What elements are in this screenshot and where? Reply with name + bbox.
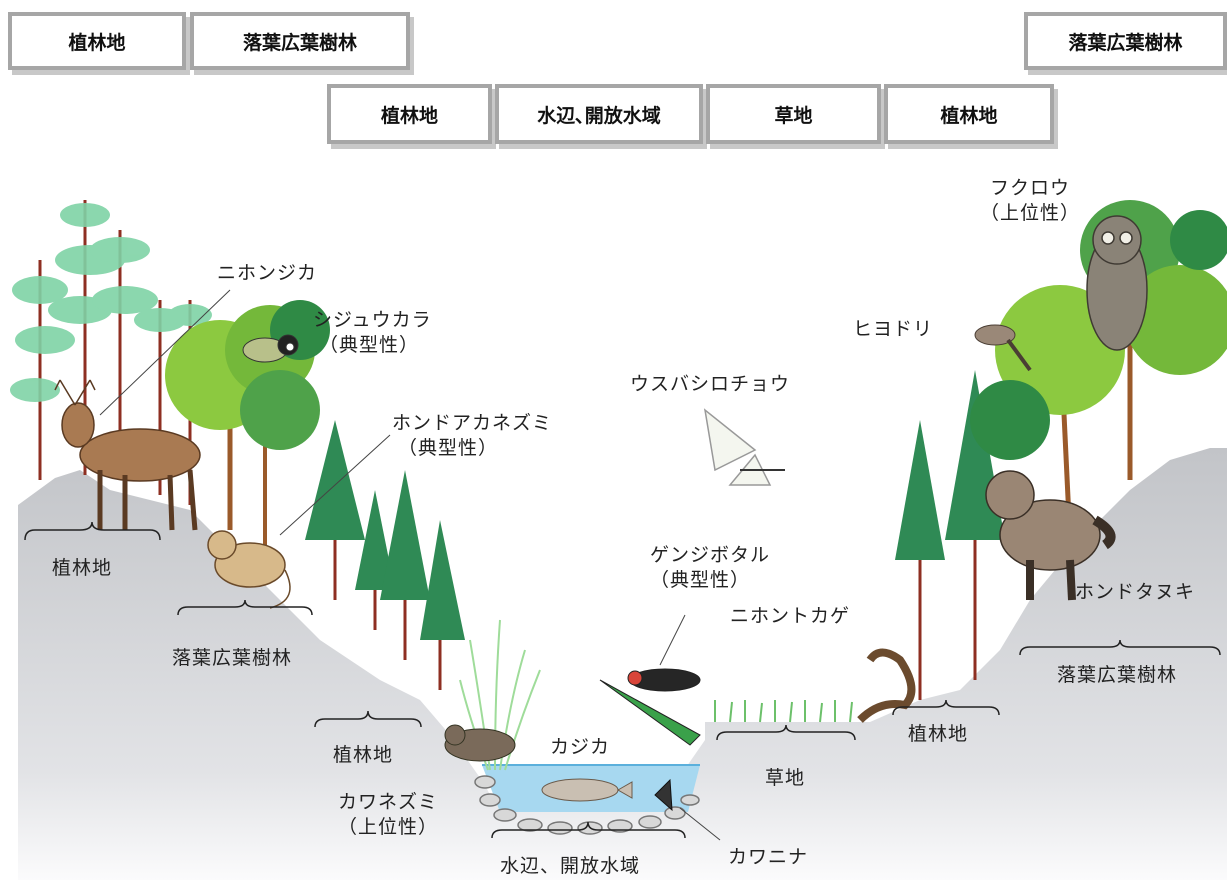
label-hondoakanezumi: ホンドアカネズミ （典型性） bbox=[392, 411, 552, 460]
sculpin-fish bbox=[541, 778, 633, 802]
tab-grassland: 草地 bbox=[706, 84, 881, 144]
label-fukurou-role: （上位性） bbox=[980, 201, 1081, 224]
habitat-grassland: 草地 bbox=[765, 767, 806, 789]
grass bbox=[714, 700, 853, 723]
label-hondoakanezumi-name: ホンドアカネズミ bbox=[392, 412, 553, 434]
label-genjibotaru-name: ゲンジボタル bbox=[650, 544, 771, 566]
label-kawanina: カワニナ bbox=[728, 846, 809, 868]
tab-broadleaf-1: 落葉広葉樹林 bbox=[190, 12, 410, 70]
label-fukurou-name: フクロウ bbox=[990, 177, 1071, 199]
great-tit bbox=[242, 334, 299, 363]
tab-plantation-3: 植林地 bbox=[884, 84, 1054, 144]
water-shrew bbox=[444, 724, 516, 762]
raccoon-dog bbox=[985, 470, 1116, 601]
japanese-skink bbox=[857, 648, 916, 723]
firefly bbox=[599, 668, 701, 746]
label-nihontokage: ニホントカゲ bbox=[730, 605, 851, 627]
label-usubashirochou: ウスバシロチョウ bbox=[630, 373, 791, 395]
valley-ground bbox=[18, 448, 1227, 880]
label-hiyodori: ヒヨドリ bbox=[853, 318, 934, 340]
label-shijuukara: シジュウカラ （典型性） bbox=[313, 308, 432, 357]
label-genjibotaru-role: （典型性） bbox=[650, 568, 751, 591]
habitat-water: 水辺、開放水域 bbox=[500, 855, 641, 877]
label-kawanezumi-role: （上位性） bbox=[338, 815, 439, 838]
label-nihonjika: ニホンジカ bbox=[217, 262, 318, 284]
riverbed-stones bbox=[474, 775, 700, 835]
label-genjibotaru: ゲンジボタル （典型性） bbox=[650, 543, 770, 592]
label-fukurou: フクロウ （上位性） bbox=[980, 176, 1080, 225]
label-kajika: カジカ bbox=[550, 736, 611, 758]
butterfly bbox=[703, 408, 785, 486]
tab-plantation-1: 植林地 bbox=[8, 12, 186, 70]
habitat-right-broadleaf: 落葉広葉樹林 bbox=[1057, 664, 1178, 686]
habitat-lower-plantation: 植林地 bbox=[333, 744, 394, 766]
tab-plantation-2: 植林地 bbox=[327, 84, 492, 144]
habitat-left-plantation: 植林地 bbox=[52, 557, 113, 579]
sika-deer bbox=[54, 379, 201, 531]
label-shijuukara-name: シジュウカラ bbox=[313, 309, 432, 331]
bulbul bbox=[974, 324, 1032, 372]
label-hondoakanezumi-role: （典型性） bbox=[398, 436, 499, 459]
habitat-left-broadleaf: 落葉広葉樹林 bbox=[172, 647, 293, 669]
owl bbox=[1086, 215, 1148, 351]
tab-water: 水辺､開放水域 bbox=[495, 84, 703, 144]
snail bbox=[654, 778, 673, 812]
label-shijuukara-role: （典型性） bbox=[319, 333, 420, 356]
label-kawanezumi: カワネズミ （上位性） bbox=[338, 790, 438, 839]
left-conifers bbox=[305, 420, 465, 690]
left-broadleaf-trees bbox=[165, 300, 330, 560]
label-kawanezumi-name: カワネズミ bbox=[338, 791, 439, 813]
habitat-right-plantation: 植林地 bbox=[908, 723, 969, 745]
label-hondotanuki: ホンドタヌキ bbox=[1075, 581, 1196, 603]
tab-broadleaf-2: 落葉広葉樹林 bbox=[1024, 12, 1227, 70]
